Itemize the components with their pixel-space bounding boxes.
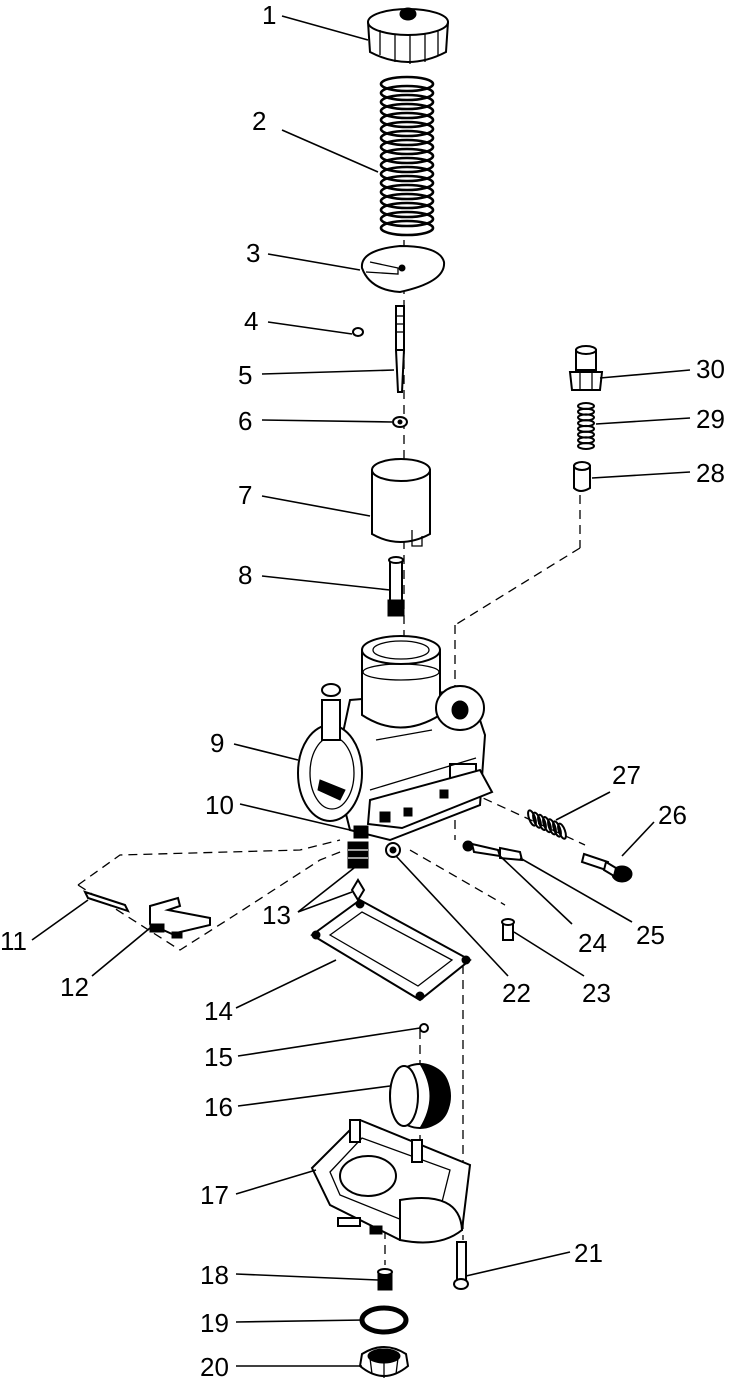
spring-coil (379, 156, 435, 174)
part-throttle-stop-spring (527, 809, 567, 840)
part-float-bowl (310, 1118, 472, 1244)
spring-coil (527, 809, 537, 827)
part-starter-plunger (573, 461, 591, 492)
part-drain-screw (377, 1268, 393, 1291)
spring-coil (379, 147, 435, 165)
callout-6: 6 (238, 406, 252, 436)
callout-11: 11 (0, 926, 27, 956)
callout-16: 16 (204, 1092, 233, 1122)
callout-19: 19 (200, 1308, 229, 1338)
callout-10: 10 (205, 790, 234, 820)
part-air-screw (462, 840, 524, 862)
spring-coil (537, 813, 547, 831)
callout-12: 12 (60, 972, 89, 1002)
spring-coil (379, 120, 435, 138)
spring-coil (552, 820, 562, 838)
callout-8: 8 (238, 560, 252, 590)
callout-22: 22 (502, 978, 531, 1008)
callout-13: 13 (262, 900, 291, 930)
spring-coil (379, 219, 435, 237)
callout-9: 9 (210, 728, 224, 758)
part-o-ring (359, 1305, 409, 1335)
callout-17: 17 (200, 1180, 229, 1210)
callout-27: 27 (612, 760, 641, 790)
callout-14: 14 (204, 996, 233, 1026)
part-float-valve-set (83, 890, 211, 939)
spring-coil (379, 192, 435, 210)
part-bowl-screw (453, 1241, 469, 1290)
part-starter-nut (568, 345, 604, 391)
callout-4: 4 (244, 306, 258, 336)
callout-21: 21 (574, 1238, 603, 1268)
spring-coil (577, 442, 595, 450)
part-clip (352, 327, 364, 337)
part-spring (379, 75, 435, 237)
leader-lines (31, 15, 691, 1367)
part-gasket (310, 898, 472, 1002)
part-small-screw (501, 918, 515, 941)
spring-coil (379, 102, 435, 120)
spring-coil (379, 183, 435, 201)
part-carburetor-body (297, 635, 494, 842)
part-washer (392, 416, 408, 428)
spring-coil (532, 811, 542, 829)
callout-29: 29 (696, 404, 725, 434)
callout-3: 3 (246, 238, 260, 268)
spring-coil (379, 165, 435, 183)
spring-coil (379, 93, 435, 111)
part-small-washer (385, 842, 401, 858)
callout-28: 28 (696, 458, 725, 488)
part-plate (360, 244, 446, 294)
spring-coil (379, 174, 435, 192)
part-main-jet (347, 841, 369, 902)
part-throttle-slide (371, 458, 431, 547)
callout-20: 20 (200, 1352, 229, 1382)
part-needle (394, 305, 406, 393)
part-pilot-jet (353, 825, 369, 839)
callout-18: 18 (200, 1260, 229, 1290)
callout-7: 7 (238, 480, 252, 510)
callout-2: 2 (252, 106, 266, 136)
callout-23: 23 (582, 978, 611, 1008)
part-float (389, 1063, 451, 1129)
callout-15: 15 (204, 1042, 233, 1072)
callout-25: 25 (636, 920, 665, 950)
spring-coil (379, 84, 435, 102)
part-cap (366, 7, 450, 64)
callout-1: 1 (262, 0, 276, 30)
part-ball (419, 1023, 429, 1033)
spring-coil (379, 111, 435, 129)
spring-coil (379, 75, 435, 93)
spring-coil (379, 201, 435, 219)
spring-coil (379, 138, 435, 156)
callout-26: 26 (658, 800, 687, 830)
spring-coil (542, 816, 552, 834)
spring-coil (379, 129, 435, 147)
spring-coil (547, 818, 557, 836)
spring-coil (379, 210, 435, 228)
part-starter-spring (577, 402, 595, 450)
part-drain-plug (358, 1346, 410, 1378)
spring-coil (557, 822, 567, 840)
callout-5: 5 (238, 360, 252, 390)
part-throttle-stop-screw (580, 852, 633, 883)
callout-24: 24 (578, 928, 607, 958)
part-needle-jet (387, 556, 405, 617)
callout-30: 30 (696, 354, 725, 384)
